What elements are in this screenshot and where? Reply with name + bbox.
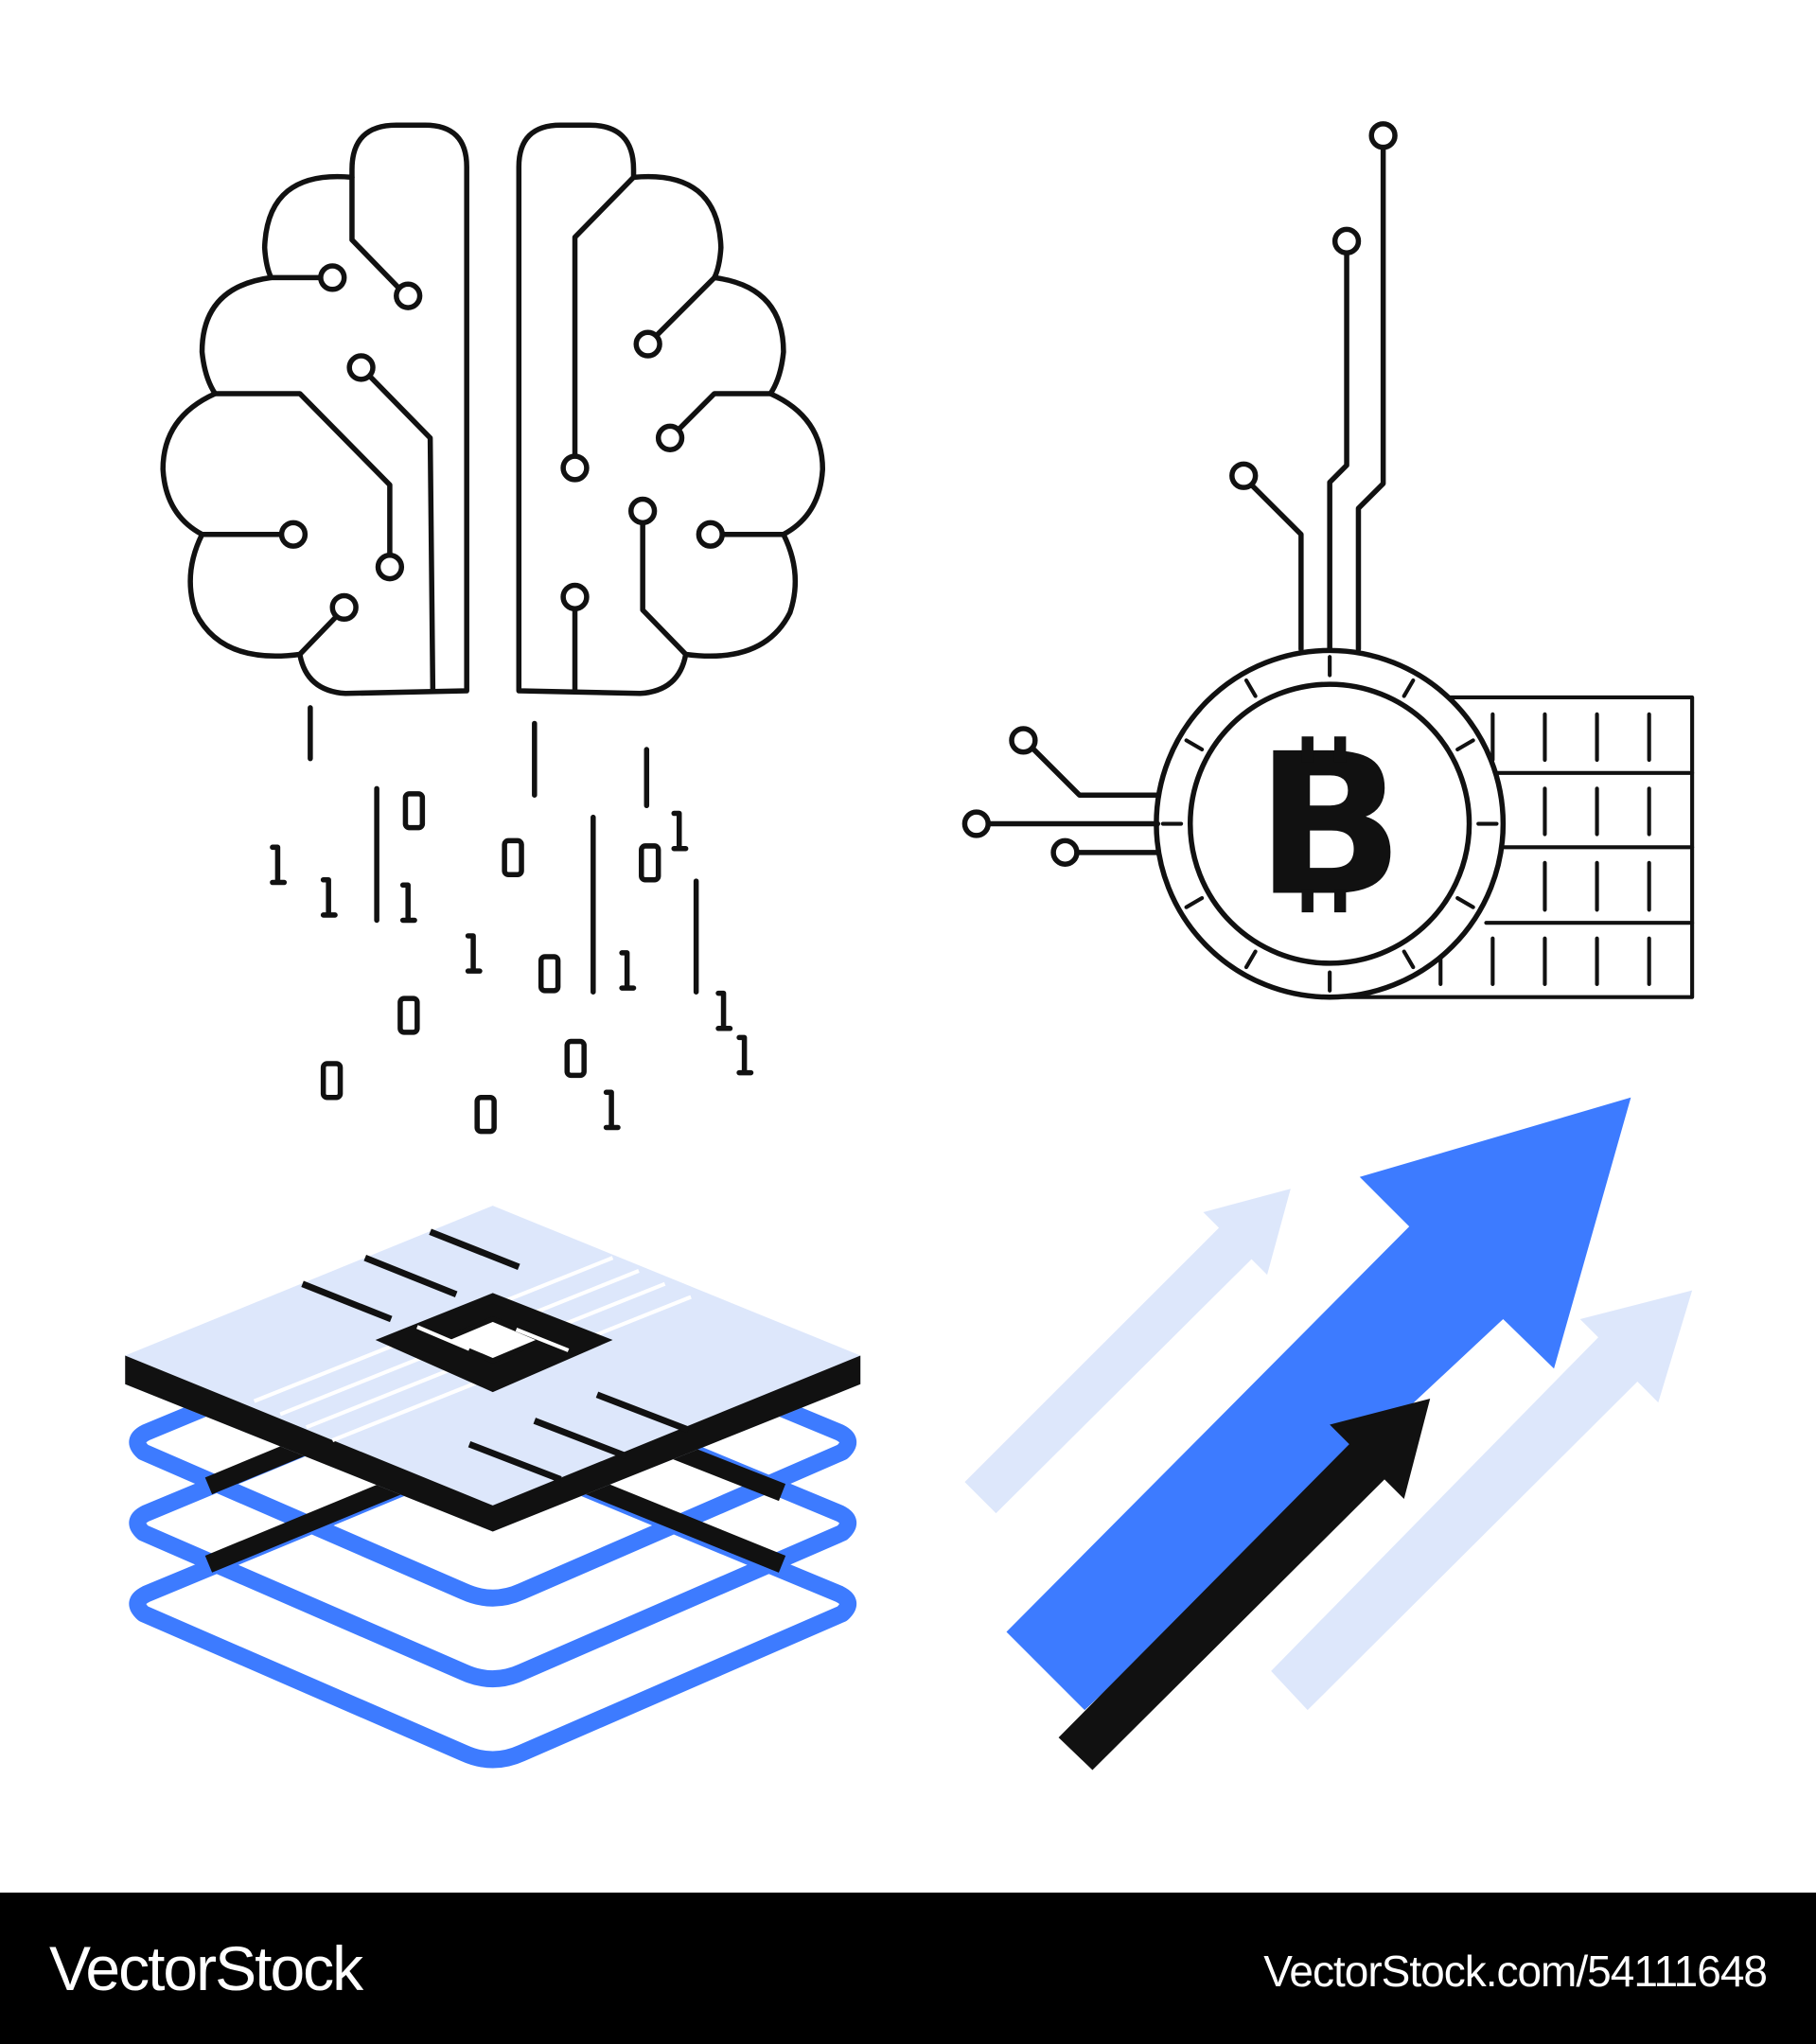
illustration: B (125, 121, 1695, 1771)
bitcoin-icon: B (961, 121, 1695, 1000)
brand-logo: VectorStock (49, 1933, 363, 2003)
data-layers-icon (125, 1206, 861, 1769)
bitcoin-symbol: B (1255, 712, 1403, 940)
circuit-brain-icon (160, 125, 822, 694)
binary-data-icon (270, 705, 754, 1135)
growth-arrows-icon (964, 1097, 1693, 1771)
footer-bar: VectorStock VectorStock.com/54111648 (0, 1893, 1816, 2044)
image-url: VectorStock.com/54111648 (1263, 1947, 1768, 1996)
